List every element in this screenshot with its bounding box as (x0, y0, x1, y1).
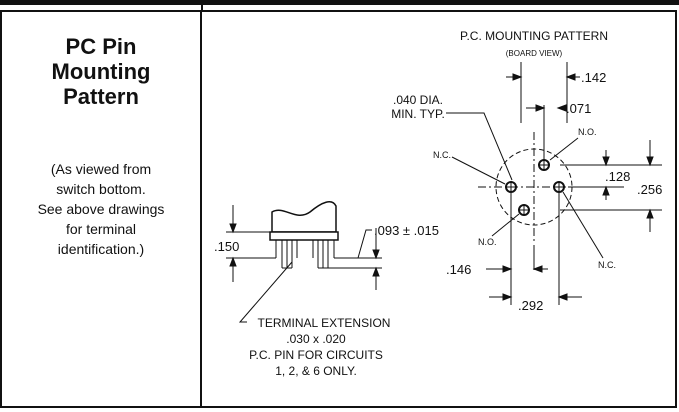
panel-desc-line: identification.) (57, 241, 145, 257)
arrow-head (229, 223, 237, 234)
dim-label-292: .292 (518, 298, 543, 313)
arrow-head (646, 208, 654, 219)
dim-label-146: .146 (446, 262, 471, 277)
dim-label-256: .256 (637, 182, 662, 197)
arrow-head (602, 156, 610, 167)
arrow-head (502, 293, 513, 301)
switch-base (269, 231, 339, 241)
arrow-head (646, 156, 654, 167)
switch-pins (275, 240, 335, 269)
pin-hole (553, 181, 565, 193)
table-border (0, 10, 677, 408)
terminal-note-line: 1, 2, & 6 ONLY. (275, 364, 357, 378)
left-panel: PC Pin Mounting Pattern (As viewed from … (2, 12, 200, 406)
arrow-head (229, 256, 237, 267)
top-divider-stub (201, 0, 203, 10)
panel-title: PC Pin Mounting Pattern (2, 34, 200, 109)
leader-line (357, 229, 372, 259)
pin-label-no-top: N.O. (578, 127, 597, 137)
pin-label-no-bottom: N.O. (478, 237, 497, 247)
arrow-head (502, 265, 513, 273)
column-divider (200, 10, 202, 408)
terminal-note-line: .030 x .020 (286, 332, 346, 346)
dim-label-093: .093 ± .015 (374, 223, 439, 238)
leader-line (238, 261, 293, 323)
dim-label-150: .150 (214, 239, 239, 254)
leader-line (549, 137, 579, 161)
pattern-title: P.C. MOUNTING PATTERN (460, 29, 608, 43)
pin-label-nc-left: N.C. (433, 150, 451, 160)
panel-title-line: PC Pin (65, 34, 137, 59)
panel-title-line: Mounting (51, 59, 151, 84)
panel-desc-line: See above drawings (37, 201, 165, 217)
dia-note-line: .040 DIA. (393, 93, 443, 107)
arrow-head (372, 249, 380, 260)
pattern-subtitle: (BOARD VIEW) (506, 49, 563, 58)
arrow-head (556, 104, 567, 112)
dim-label-128: .128 (605, 169, 630, 184)
arrow-head (565, 73, 576, 81)
terminal-note-line: P.C. PIN FOR CIRCUITS (249, 348, 383, 362)
pin-label-nc-right: N.C. (598, 260, 616, 270)
pin-hole (518, 204, 530, 216)
leader-line (562, 191, 604, 259)
switch-side-body (271, 201, 337, 233)
panel-desc-line: switch bottom. (56, 181, 146, 197)
panel-description: (As viewed from switch bottom. See above… (2, 159, 200, 259)
pin-hole (505, 181, 517, 193)
panel-title-line: Pattern (63, 84, 139, 109)
dia-note-line: MIN. TYP. (391, 107, 445, 121)
leader-line (451, 156, 506, 185)
arrow-head (372, 266, 380, 277)
panel-desc-line: (As viewed from (50, 161, 152, 177)
arrow-head (557, 293, 568, 301)
pin-hole (538, 159, 550, 171)
leader-line (491, 213, 520, 237)
arrow-head (602, 185, 610, 196)
dim-label-071: .071 (566, 101, 591, 116)
dim-label-142: .142 (581, 70, 606, 85)
arrow-head (532, 265, 543, 273)
arrow-head (535, 104, 546, 112)
leader-line (446, 112, 513, 181)
arrow-head (512, 73, 523, 81)
terminal-note-line: TERMINAL EXTENSION (258, 316, 391, 330)
panel-desc-line: for terminal (65, 221, 137, 237)
top-border-bar (0, 0, 679, 5)
